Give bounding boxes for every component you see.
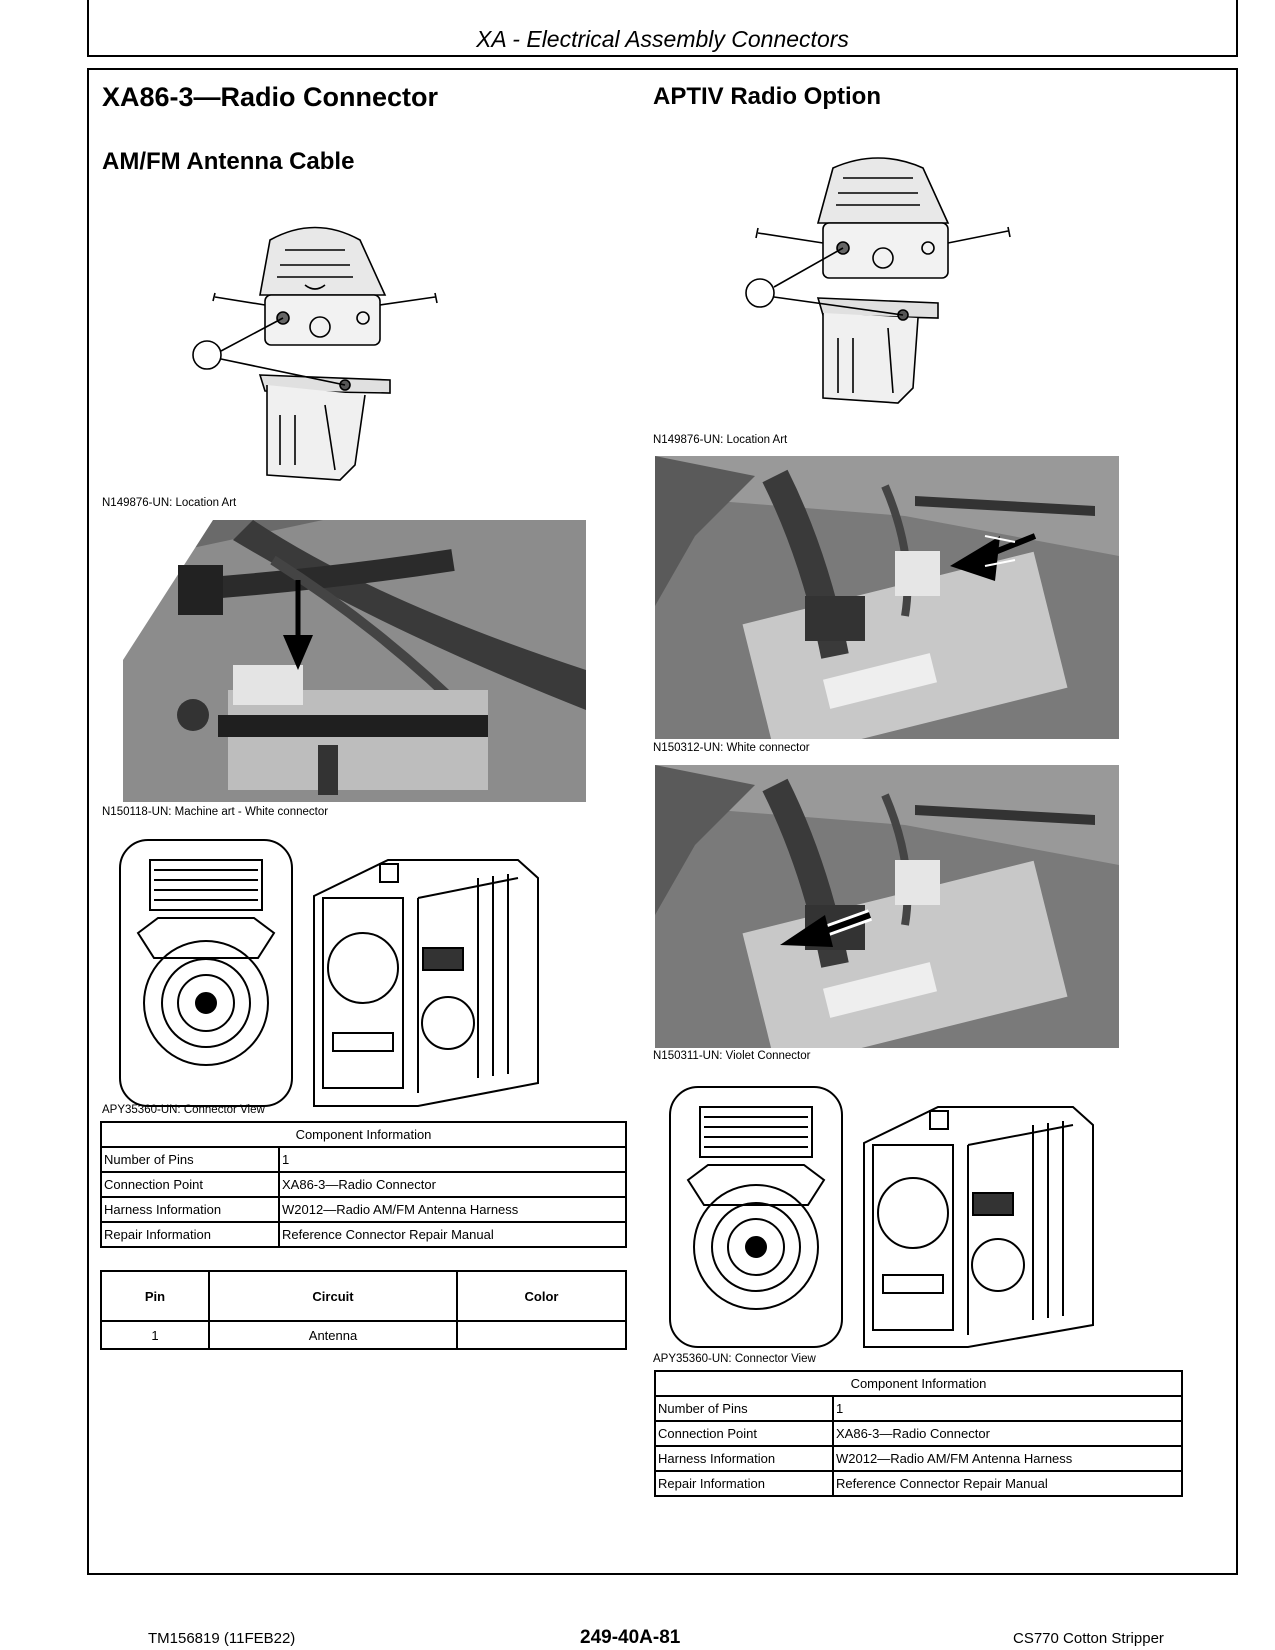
connector-view-figure <box>668 1085 1113 1350</box>
table-cell-value: Reference Connector Repair Manual <box>832 1470 1183 1497</box>
table-cell-label: Connection Point <box>100 1171 280 1198</box>
color-cell <box>456 1320 627 1350</box>
photo-white-connector <box>655 456 1119 739</box>
table-row: Number of Pins 1 <box>100 1146 627 1173</box>
figure-caption: APY35360-UN: Connector View <box>102 1104 265 1116</box>
location-art-figure <box>185 215 445 500</box>
table-cell-value: W2012—Radio AM/FM Antenna Harness <box>832 1445 1183 1472</box>
circuit-cell: Antenna <box>208 1320 458 1350</box>
pin-column-header: Pin <box>100 1270 210 1322</box>
footer-machine-name: CS770 Cotton Stripper <box>1013 1630 1164 1647</box>
section-heading-radio-connector: XA86-3—Radio Connector <box>102 82 439 112</box>
figure-caption: N150311-UN: Violet Connector <box>653 1050 811 1062</box>
table-cell-label: Number of Pins <box>100 1146 280 1173</box>
table-cell-value: W2012—Radio AM/FM Antenna Harness <box>278 1196 627 1223</box>
location-art-figure <box>738 153 1023 421</box>
subheading-antenna-cable: AM/FM Antenna Cable <box>102 148 355 175</box>
table-row: Repair Information Reference Connector R… <box>100 1221 627 1248</box>
table-cell-label: Connection Point <box>654 1420 834 1447</box>
table-cell-label: Harness Information <box>654 1445 834 1472</box>
machine-photo-white-connector <box>123 520 586 802</box>
connector-view-figure <box>118 838 558 1110</box>
footer-page-number: 249-40A-81 <box>580 1627 681 1648</box>
component-information-table: Component Information Number of Pins 1 C… <box>100 1121 627 1248</box>
footer-doc-id: TM156819 (11FEB22) <box>148 1630 296 1647</box>
table-header: Component Information <box>654 1370 1183 1397</box>
table-row: Number of Pins 1 <box>654 1395 1183 1422</box>
pin-circuit-table: Pin Circuit Color 1 Antenna <box>100 1270 627 1350</box>
table-header: Component Information <box>100 1121 627 1148</box>
table-row: 1 Antenna <box>100 1320 627 1350</box>
table-row: Harness Information W2012—Radio AM/FM An… <box>100 1196 627 1223</box>
figure-caption: N150312-UN: White connector <box>653 742 810 754</box>
table-row: Repair Information Reference Connector R… <box>654 1470 1183 1497</box>
table-cell-value: 1 <box>832 1395 1183 1422</box>
table-row: Connection Point XA86-3—Radio Connector <box>100 1171 627 1198</box>
content-frame <box>87 68 1238 1575</box>
table-cell-label: Number of Pins <box>654 1395 834 1422</box>
table-cell-value: Reference Connector Repair Manual <box>278 1221 627 1248</box>
figure-caption: APY35360-UN: Connector View <box>653 1353 816 1365</box>
header-box <box>87 0 1238 57</box>
section-heading-aptiv-radio: APTIV Radio Option <box>653 83 881 110</box>
color-column-header: Color <box>456 1270 627 1322</box>
table-cell-value: 1 <box>278 1146 627 1173</box>
component-information-table: Component Information Number of Pins 1 C… <box>654 1370 1183 1497</box>
page-header-title: XA - Electrical Assembly Connectors <box>476 26 849 52</box>
table-cell-label: Repair Information <box>654 1470 834 1497</box>
figure-caption: N149876-UN: Location Art <box>653 434 788 446</box>
table-row: Connection Point XA86-3—Radio Connector <box>654 1420 1183 1447</box>
table-row: Harness Information W2012—Radio AM/FM An… <box>654 1445 1183 1472</box>
circuit-column-header: Circuit <box>208 1270 458 1322</box>
figure-caption: N149876-UN: Location Art <box>102 497 237 509</box>
pin-cell: 1 <box>100 1320 210 1350</box>
table-cell-label: Harness Information <box>100 1196 280 1223</box>
table-cell-value: XA86-3—Radio Connector <box>278 1171 627 1198</box>
figure-caption: N150118-UN: Machine art - White connecto… <box>102 806 329 818</box>
table-cell-value: XA86-3—Radio Connector <box>832 1420 1183 1447</box>
table-cell-label: Repair Information <box>100 1221 280 1248</box>
photo-violet-connector <box>655 765 1119 1048</box>
